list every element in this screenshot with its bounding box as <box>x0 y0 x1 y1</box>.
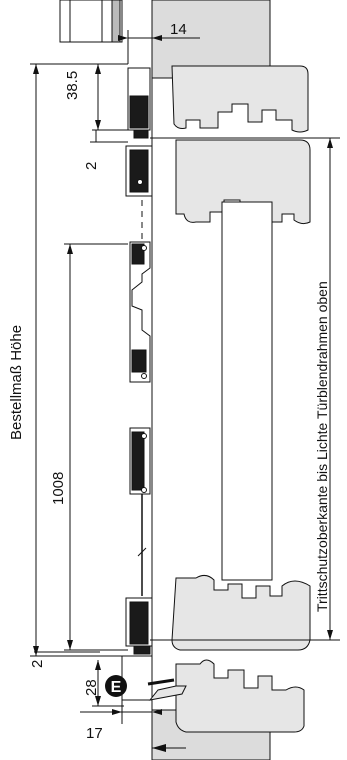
dimension-lines <box>30 30 340 724</box>
kick-plate <box>121 655 153 701</box>
header-block <box>59 0 123 43</box>
marker-e: E <box>105 675 127 697</box>
dim-bottom-height: 28 <box>83 679 100 696</box>
door-frame-top <box>171 65 311 581</box>
wall-top <box>151 0 271 79</box>
door-profile <box>121 67 187 701</box>
arrowheads <box>33 35 333 752</box>
dim-top-clearance: 2 <box>83 162 100 170</box>
overall-height-label: Bestellmaß Höhe <box>8 325 25 440</box>
door-frame-note: Trittschutzoberkante bis Lichte Türblend… <box>314 281 330 612</box>
dim-middle-section: 1008 <box>50 472 67 505</box>
dim-header-depth: 38.5 <box>64 71 81 100</box>
dim-top-gap: 14 <box>170 21 187 38</box>
dim-bottom-clearance: 2 <box>29 660 46 668</box>
marker-e-letter: E <box>111 679 122 696</box>
marker-e-circle <box>105 675 127 697</box>
screw <box>147 678 175 686</box>
dim-bottom-offset: 17 <box>86 725 103 742</box>
door-frame-bottom <box>171 574 311 733</box>
profile-middle-clip <box>129 241 151 383</box>
